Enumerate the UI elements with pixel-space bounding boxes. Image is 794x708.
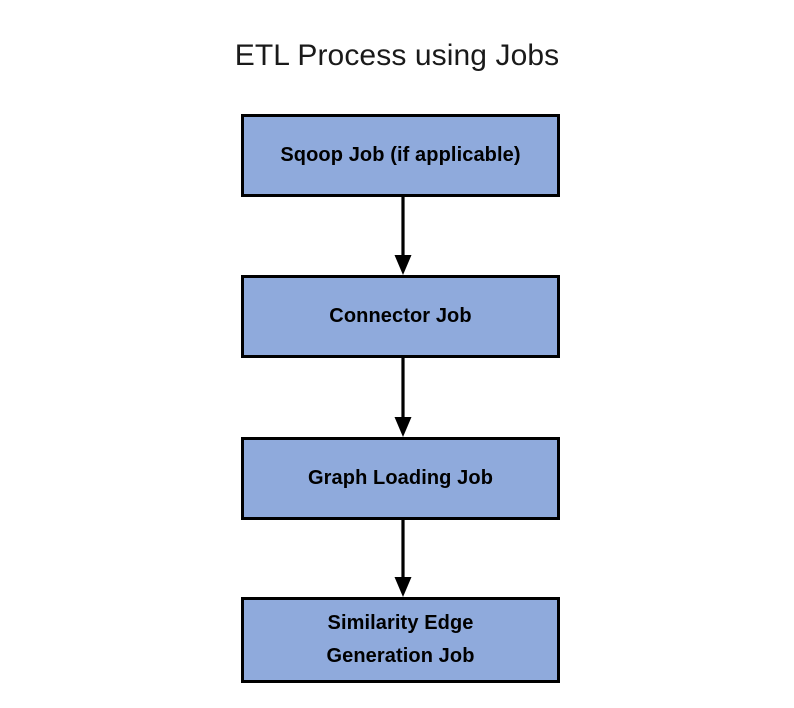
flow-node-sqoop-job[interactable]: Sqoop Job (if applicable): [241, 114, 560, 197]
flow-node-label: Sqoop Job (if applicable): [280, 144, 521, 166]
page-title: ETL Process using Jobs: [234, 39, 560, 72]
flow-arrow-connector-to-graph-loading: [381, 358, 425, 437]
flow-node-graph-loading-job[interactable]: Graph Loading Job: [241, 437, 560, 520]
flow-arrow-sqoop-to-connector: [381, 197, 425, 275]
flow-node-connector-job[interactable]: Connector Job: [241, 275, 560, 358]
flow-node-similarity-edge-generation-job[interactable]: Similarity Edge Generation Job: [241, 597, 560, 683]
flow-node-label: Similarity Edge Generation Job: [326, 612, 475, 667]
flow-node-label: Connector Job: [329, 305, 472, 327]
flow-node-label: Graph Loading Job: [307, 467, 494, 489]
flow-arrow-graph-loading-to-similarity-edge: [381, 520, 425, 597]
